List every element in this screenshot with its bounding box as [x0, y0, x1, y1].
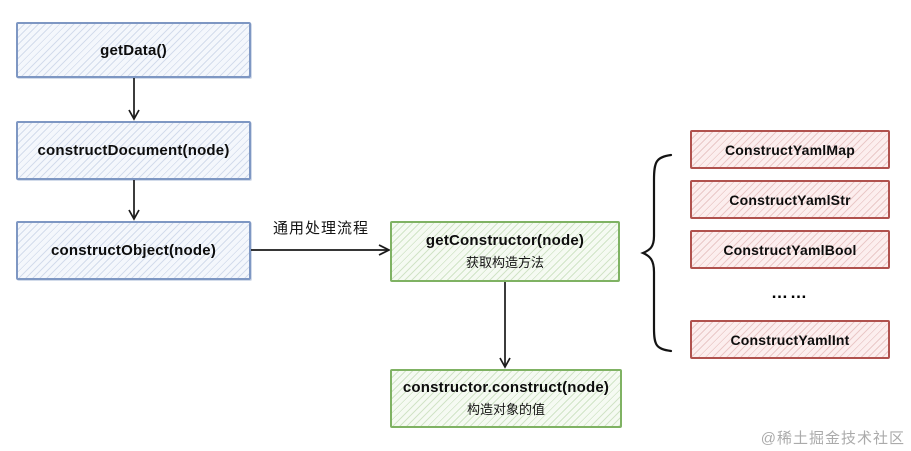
constructor-box-yamlbool-label: ConstructYamlBool: [723, 241, 857, 258]
flow-box-constructdocument: constructDocument(node): [16, 121, 251, 180]
flow-box-constructobject: constructObject(node): [16, 221, 251, 280]
flow-box-getconstructor: getConstructor(node) 获取构造方法: [390, 221, 620, 282]
flow-box-constructor-construct: constructor.construct(node) 构造对象的值: [390, 369, 622, 428]
flow-box-constructobject-label: constructObject(node): [50, 242, 217, 259]
constructor-box-yamlbool: ConstructYamlBool: [690, 230, 890, 269]
arrow-down-icon: [128, 180, 140, 221]
ellipsis-more-constructors: ……: [771, 283, 809, 302]
arrow-right-icon: [251, 244, 391, 256]
transition-label: 通用处理流程: [272, 220, 369, 237]
flow-box-getconstructor-label: getConstructor(node): [425, 232, 585, 249]
constructor-box-yamlmap: ConstructYamlMap: [690, 130, 890, 169]
flow-box-getdata: getData(): [16, 22, 251, 78]
arrow-down-icon: [128, 78, 140, 121]
constructor-box-yamlstr-label: ConstructYamlStr: [729, 191, 851, 208]
flow-box-constructdocument-label: constructDocument(node): [37, 142, 230, 159]
watermark: @稀土掘金技术社区: [760, 430, 905, 447]
constructor-box-yamlmap-label: ConstructYamlMap: [725, 141, 855, 158]
flow-box-getconstructor-sublabel: 获取构造方法: [465, 255, 544, 270]
arrow-down-icon: [499, 282, 511, 369]
curly-brace-icon: [640, 153, 673, 353]
flow-box-constructor-construct-label: constructor.construct(node): [402, 379, 610, 396]
constructor-box-yamlstr: ConstructYamlStr: [690, 180, 890, 219]
flow-box-getdata-label: getData(): [100, 41, 167, 59]
constructor-box-yamlint: ConstructYamlInt: [690, 320, 890, 359]
constructor-box-yamlint-label: ConstructYamlInt: [730, 331, 850, 348]
flow-box-constructor-construct-sublabel: 构造对象的值: [466, 402, 545, 417]
